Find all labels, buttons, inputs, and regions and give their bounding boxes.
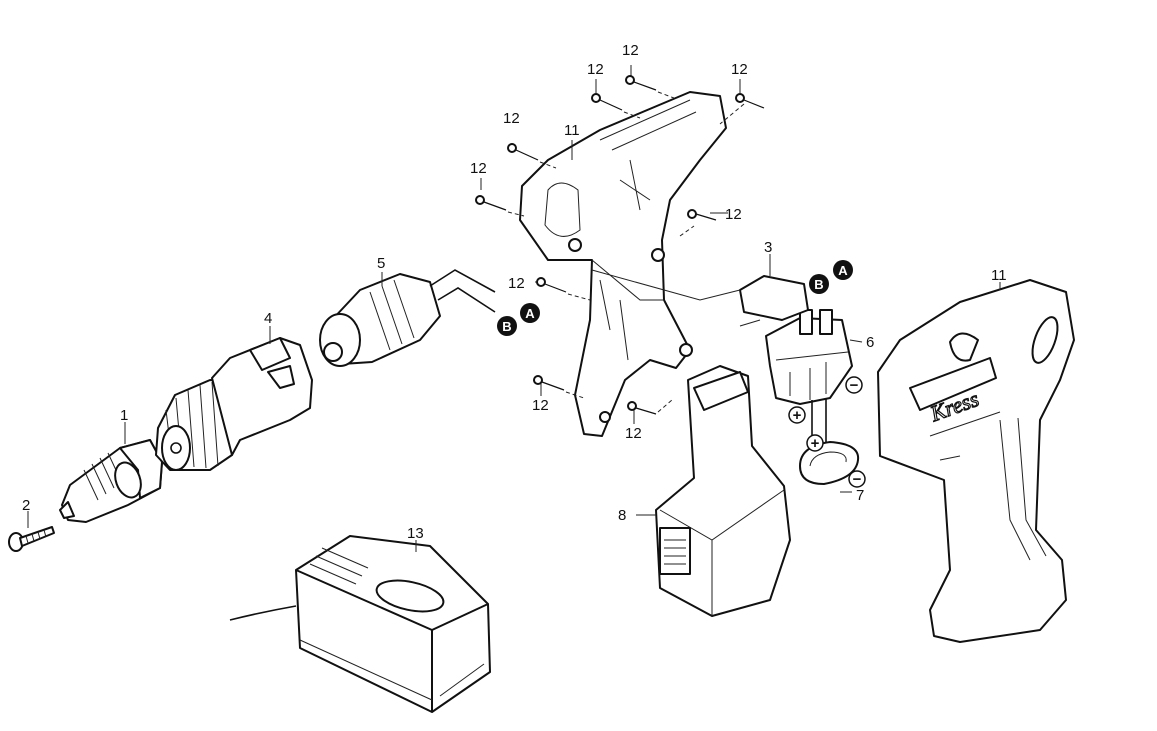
gearbox-part-4 — [155, 337, 313, 471]
svg-text:+: + — [811, 435, 820, 452]
marker-b-motor: B — [497, 316, 517, 336]
polarity-minus-clip: − — [848, 470, 866, 488]
battery-clip-part-3 — [739, 275, 809, 321]
screw-12-2 — [507, 143, 557, 169]
part-label-12-a: 12 — [470, 160, 487, 177]
housing-half-right-part-11 — [877, 279, 1075, 643]
polarity-minus-switch: − — [845, 376, 863, 394]
part-label-12-d: 12 — [622, 42, 639, 59]
part-label-11-right: 11 — [991, 267, 1007, 284]
housing-half-left-part-11 — [519, 91, 727, 437]
part-label-5: 5 — [377, 255, 385, 272]
screw-12-6 — [679, 209, 717, 237]
part-label-8: 8 — [618, 507, 626, 524]
wire-clip-part-7 — [799, 441, 860, 485]
part-label-13: 13 — [407, 525, 424, 542]
part-label-2: 2 — [22, 497, 30, 514]
battery-pack-part-8 — [655, 365, 791, 617]
polarity-marks: + − + − — [788, 376, 866, 488]
svg-text:−: − — [853, 471, 862, 488]
part-label-12-f: 12 — [725, 206, 742, 223]
connection-markers: A B A B — [497, 260, 853, 336]
part-label-1: 1 — [120, 407, 128, 424]
svg-text:+: + — [793, 407, 802, 424]
part-label-11-left: 11 — [564, 122, 580, 139]
screw-12-8 — [533, 375, 585, 399]
polarity-plus-switch: + — [788, 406, 806, 424]
screw-12-7 — [536, 277, 591, 301]
marker-a-motor: A — [520, 303, 540, 323]
assembly-guides — [591, 269, 761, 327]
svg-text:A: A — [525, 306, 535, 321]
chuck-part-1 — [59, 439, 163, 523]
switch-part-6 — [765, 309, 853, 444]
part-label-4: 4 — [264, 310, 272, 327]
screw-12-5 — [719, 93, 765, 125]
svg-text:A: A — [838, 263, 848, 278]
part-label-12-b: 12 — [503, 110, 520, 127]
svg-text:B: B — [814, 277, 823, 292]
part-label-6: 6 — [866, 334, 874, 351]
marker-b-switch: B — [809, 274, 829, 294]
screws-part-12 — [475, 75, 765, 415]
screw-12-4 — [625, 75, 675, 99]
screw-12-1 — [475, 195, 525, 217]
polarity-plus-clip: + — [806, 434, 824, 452]
part-label-12-e: 12 — [731, 61, 748, 78]
motor-part-5 — [319, 269, 496, 367]
part-label-12-g: 12 — [508, 275, 525, 292]
screw-part-2 — [8, 526, 55, 552]
svg-text:−: − — [850, 377, 859, 394]
marker-a-switch: A — [833, 260, 853, 280]
part-label-3: 3 — [764, 239, 772, 256]
charger-part-13 — [229, 535, 491, 713]
part-labels: 1 2 3 4 5 6 7 8 11 11 13 12 12 12 12 12 … — [22, 42, 1007, 542]
screw-12-3 — [591, 93, 641, 119]
screw-12-9 — [627, 399, 673, 415]
part-label-12-c: 12 — [587, 61, 604, 78]
svg-text:B: B — [502, 319, 511, 334]
part-label-12-h: 12 — [532, 397, 549, 414]
part-label-12-i: 12 — [625, 425, 642, 442]
part-label-7: 7 — [856, 487, 864, 504]
